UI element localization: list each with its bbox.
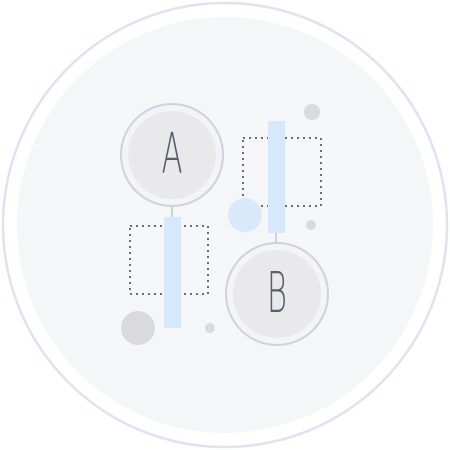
dashed-box-left xyxy=(129,225,209,295)
background-disc xyxy=(17,17,433,433)
dot-gray-small-right xyxy=(306,220,316,230)
node-a: A xyxy=(120,103,224,207)
node-b: B xyxy=(225,242,329,346)
bar-left xyxy=(164,217,181,328)
dot-blue xyxy=(228,198,262,232)
dot-gray-small-bottom xyxy=(205,323,215,333)
bar-right xyxy=(268,121,285,233)
dot-gray-top-right xyxy=(304,104,320,120)
dot-gray-large xyxy=(121,311,155,345)
label-a: A xyxy=(161,121,182,187)
label-b: B xyxy=(267,260,287,326)
dashed-box-right xyxy=(242,137,322,207)
